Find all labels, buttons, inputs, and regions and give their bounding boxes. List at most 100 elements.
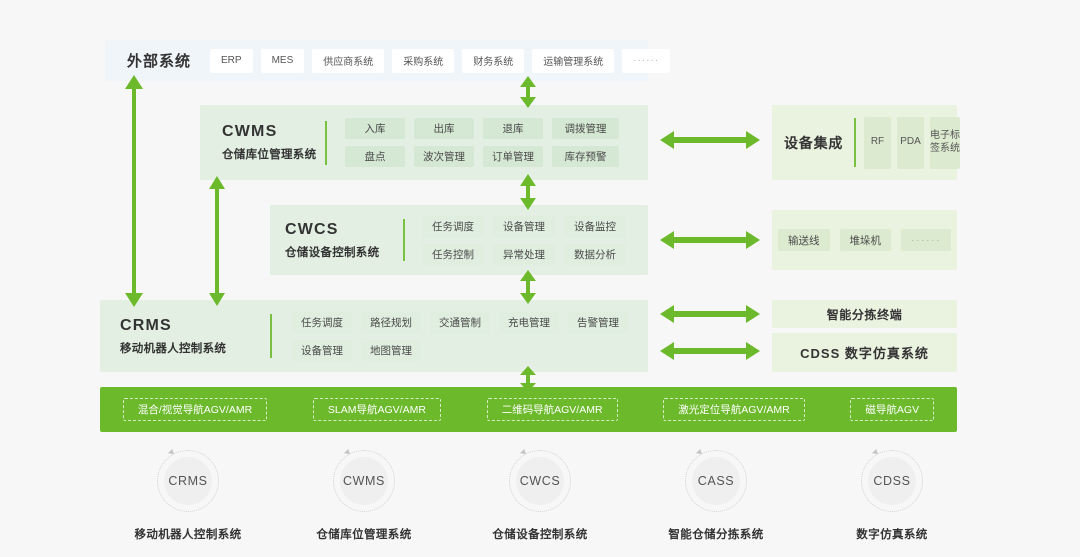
- cwms-tag-grid: 入库 出库 退库 调拨管理 盘点 波次管理 订单管理 库存预警: [345, 105, 635, 180]
- legend-caption-cass: 智能仓储分拣系统: [668, 529, 764, 541]
- cwcs-tag-task-control[interactable]: 任务控制: [422, 243, 484, 265]
- crms-cn-name: 移动机器人控制系统: [120, 342, 227, 355]
- external-chip-transport[interactable]: 运输管理系统: [532, 48, 615, 73]
- sorting-terminal-label: 智能分拣终端: [826, 307, 903, 322]
- arrow-external-to-cwms: [520, 76, 536, 108]
- agv-chip-qrcode[interactable]: 二维码导航AGV/AMR: [486, 398, 618, 421]
- cwms-tag-transfer[interactable]: 调拨管理: [552, 118, 619, 139]
- crms-tag-map-mgmt[interactable]: 地图管理: [361, 339, 421, 361]
- cwcs-divider: [403, 219, 405, 261]
- cdss-panel[interactable]: CDSS 数字仿真系统: [772, 333, 957, 372]
- cwcs-tag-exception[interactable]: 异常处理: [493, 243, 555, 265]
- legend-caption-cwms: 仓储库位管理系统: [316, 529, 412, 541]
- external-systems-chip-list: ERP MES 供应商系统 采购系统 财务系统 运输管理系统 ······: [210, 40, 671, 81]
- external-chip-purchasing[interactable]: 采购系统: [392, 48, 455, 73]
- cwms-tag-inbound[interactable]: 入库: [345, 118, 405, 139]
- legend-ring-cwms: ◄ CWMS: [333, 446, 395, 512]
- agv-types-bar: 混合/视觉导航AGV/AMR SLAM导航AGV/AMR 二维码导航AGV/AM…: [100, 387, 957, 432]
- cwms-abbr: CWMS: [222, 123, 278, 140]
- cwcs-abbr: CWCS: [285, 220, 339, 238]
- legend-item-cass[interactable]: ◄ CASS 智能仓储分拣系统: [628, 446, 804, 550]
- legend-abbr-cwms: CWMS: [340, 457, 388, 505]
- external-chip-more[interactable]: ······: [622, 48, 671, 73]
- legend-item-cwms[interactable]: ◄ CWMS 仓储库位管理系统: [276, 446, 452, 550]
- arrow-cwms-to-cwcs: [520, 174, 536, 210]
- device-integration-chip-list: RF PDA 电子标签系统: [864, 105, 960, 180]
- crms-divider: [270, 314, 272, 358]
- device-chip-pda[interactable]: PDA: [897, 116, 924, 169]
- device-chip-electronic-label[interactable]: 电子标签系统: [930, 116, 960, 169]
- cwcs-tag-task-schedule[interactable]: 任务调度: [422, 215, 484, 237]
- cwms-tag-outbound[interactable]: 出库: [414, 118, 474, 139]
- legend-item-cdss[interactable]: ◄ CDSS 数字仿真系统: [804, 446, 980, 550]
- arrow-external-to-crms: [125, 75, 143, 307]
- dotted-ring-icon: [861, 450, 923, 512]
- agv-chip-laser[interactable]: 激光定位导航AGV/AMR: [663, 398, 805, 421]
- sorting-terminal-panel[interactable]: 智能分拣终端: [772, 300, 957, 328]
- cwms-tag-stockalert[interactable]: 库存预警: [552, 146, 619, 167]
- legend-abbr-cdss: CDSS: [868, 457, 916, 505]
- external-chip-finance[interactable]: 财务系统: [462, 48, 525, 73]
- dotted-ring-icon: [685, 450, 747, 512]
- external-chip-erp[interactable]: ERP: [210, 48, 253, 73]
- cwms-cn-name: 仓储库位管理系统: [222, 149, 317, 161]
- device-chip-rf[interactable]: RF: [864, 116, 891, 169]
- crms-tag-task-schedule[interactable]: 任务调度: [292, 311, 352, 333]
- legend-item-cwcs[interactable]: ◄ CWCS 仓储设备控制系统: [452, 446, 628, 550]
- legend-ring-cdss: ◄ CDSS: [861, 446, 923, 512]
- conveyance-chip-list: 输送线 堆垛机 ······: [772, 210, 957, 270]
- device-integration-panel: 设备集成 RF PDA 电子标签系统: [772, 105, 960, 180]
- cwms-tag-return[interactable]: 退库: [483, 118, 543, 139]
- arrow-crms-to-agv-bar: [520, 366, 536, 392]
- agv-chip-slam[interactable]: SLAM导航AGV/AMR: [312, 398, 441, 421]
- conveyance-panel: 输送线 堆垛机 ······: [772, 210, 957, 270]
- dotted-ring-icon: [333, 450, 395, 512]
- crms-panel: CRMS 移动机器人控制系统 任务调度 路径规划 交通管制 充电管理 告警管理 …: [100, 300, 648, 372]
- crms-tag-alarm[interactable]: 告警管理: [568, 311, 628, 333]
- cwms-tag-order[interactable]: 订单管理: [483, 146, 543, 167]
- legend-abbr-crms: CRMS: [164, 457, 212, 505]
- legend-caption-cdss: 数字仿真系统: [856, 529, 928, 541]
- cwms-title: CWMS 仓储库位管理系统: [222, 105, 316, 180]
- external-systems-panel: 外部系统 ERP MES 供应商系统 采购系统 财务系统 运输管理系统 ····…: [105, 40, 671, 81]
- agv-chip-magnetic[interactable]: 磁导航AGV: [850, 398, 935, 421]
- conveyance-chip-conveyor[interactable]: 输送线: [778, 229, 830, 251]
- cwcs-panel: CWCS 仓储设备控制系统 任务调度 设备管理 设备监控 任务控制 异常处理 数…: [270, 205, 648, 275]
- arrow-cwcs-to-crms: [520, 270, 536, 304]
- legend-caption-crms: 移动机器人控制系统: [134, 529, 242, 541]
- legend-ring-cass: ◄ CASS: [685, 446, 747, 512]
- conveyance-chip-more[interactable]: ······: [901, 229, 951, 251]
- cwms-divider: [325, 121, 327, 165]
- system-legend: ◄ CRMS 移动机器人控制系统 ◄ CWMS 仓储库位管理系统 ◄ CWCS …: [100, 446, 980, 550]
- dotted-ring-icon: [509, 450, 571, 512]
- cwms-tag-stocktake[interactable]: 盘点: [345, 146, 405, 167]
- crms-tag-charging[interactable]: 充电管理: [499, 311, 559, 333]
- external-chip-mes[interactable]: MES: [260, 48, 305, 73]
- arrow-crms-to-cdss: [660, 342, 760, 360]
- crms-tag-traffic[interactable]: 交通管制: [430, 311, 490, 333]
- cwcs-tag-grid: 任务调度 设备管理 设备监控 任务控制 异常处理 数据分析: [422, 205, 642, 275]
- cwcs-cn-name: 仓储设备控制系统: [285, 246, 380, 259]
- cwcs-tag-device-monitor[interactable]: 设备监控: [564, 215, 626, 237]
- external-chip-supplier[interactable]: 供应商系统: [312, 48, 385, 73]
- cwms-panel: CWMS 仓储库位管理系统 入库 出库 退库 调拨管理 盘点 波次管理 订单管理…: [200, 105, 648, 180]
- legend-item-crms[interactable]: ◄ CRMS 移动机器人控制系统: [100, 446, 276, 550]
- conveyance-chip-stacker[interactable]: 堆垛机: [839, 229, 891, 251]
- cwms-tag-wave[interactable]: 波次管理: [414, 146, 474, 167]
- crms-tag-grid: 任务调度 路径规划 交通管制 充电管理 告警管理 设备管理 地图管理: [292, 300, 642, 372]
- legend-abbr-cwcs: CWCS: [516, 457, 564, 505]
- crms-tag-path-plan[interactable]: 路径规划: [361, 311, 421, 333]
- legend-abbr-cass: CASS: [692, 457, 740, 505]
- legend-caption-cwcs: 仓储设备控制系统: [492, 529, 588, 541]
- crms-abbr: CRMS: [120, 316, 172, 334]
- agv-chip-hybrid-vision[interactable]: 混合/视觉导航AGV/AMR: [122, 398, 268, 421]
- dotted-ring-icon: [157, 450, 219, 512]
- crms-tag-device-mgmt[interactable]: 设备管理: [292, 339, 352, 361]
- cwcs-tag-data-analysis[interactable]: 数据分析: [564, 243, 626, 265]
- device-integration-label: 设备集成: [784, 134, 844, 151]
- arrow-cwcs-to-conveyance: [660, 231, 760, 249]
- cwcs-title: CWCS 仓储设备控制系统: [285, 205, 379, 275]
- cwcs-tag-device-mgmt[interactable]: 设备管理: [493, 215, 555, 237]
- cdss-label: CDSS 数字仿真系统: [800, 346, 929, 361]
